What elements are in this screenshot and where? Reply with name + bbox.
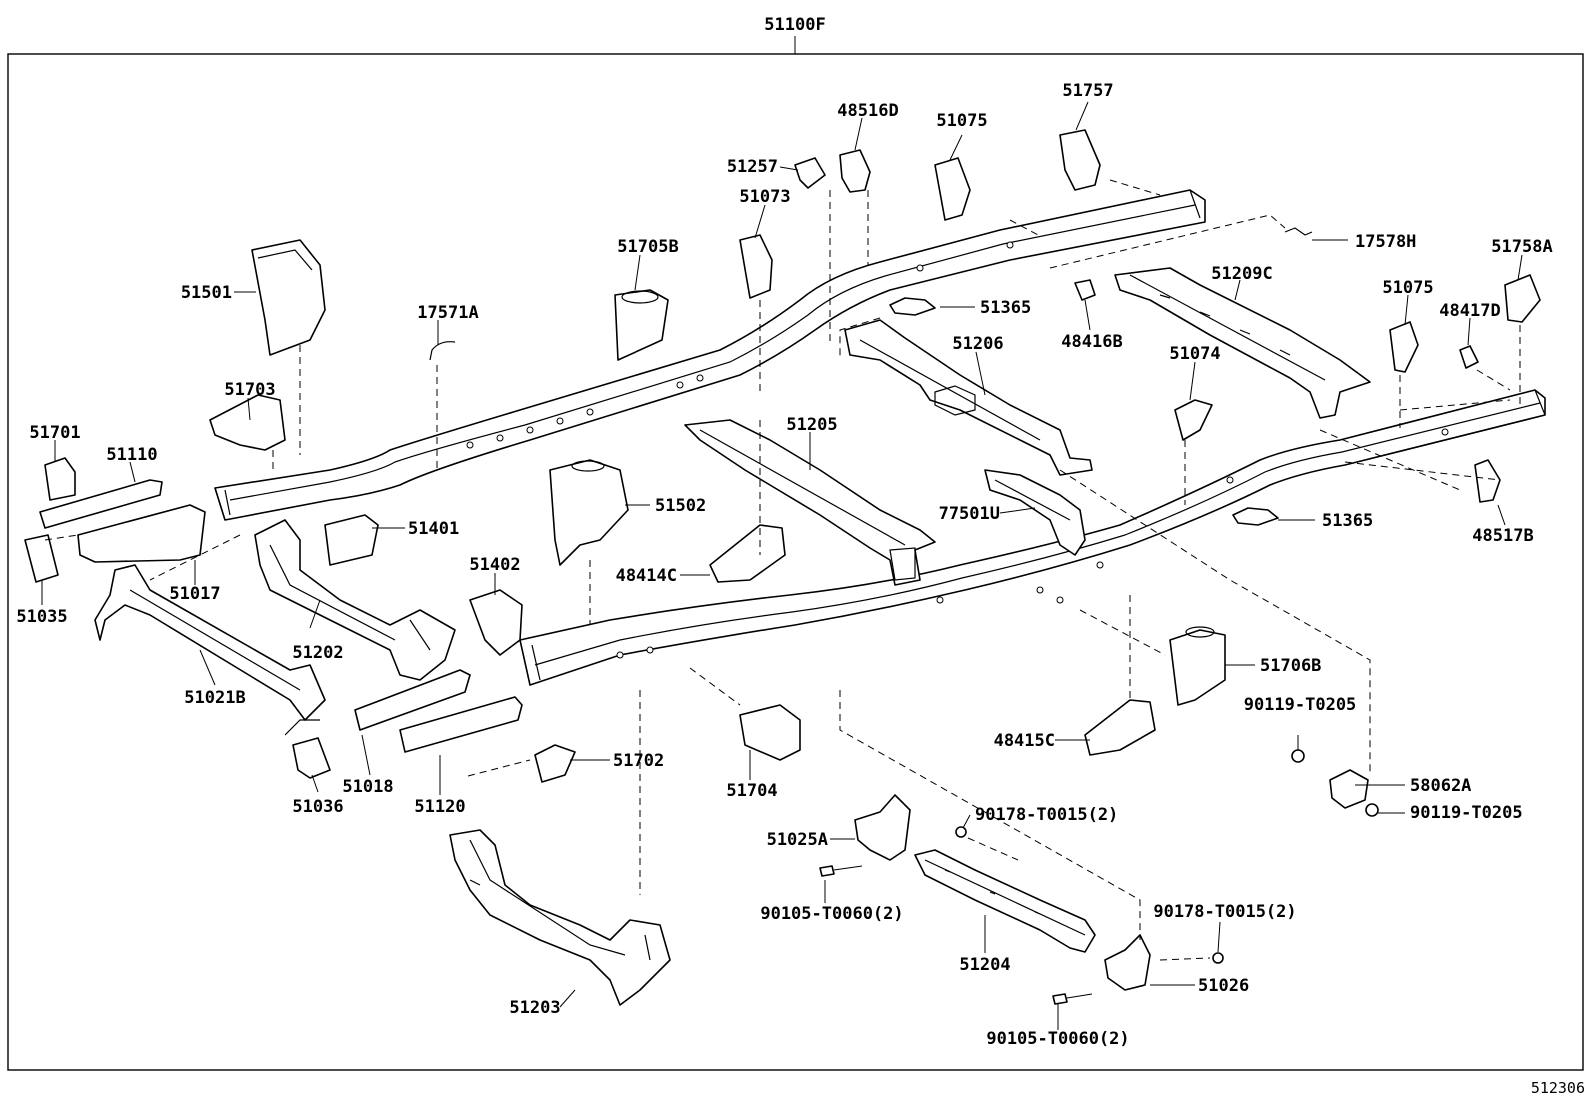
part-label: 48415C: [994, 731, 1055, 751]
part-labels: 51100F 48516D 51075 51757 51257 51073 17578H 51…: [16, 15, 1552, 1049]
part-label: 51073: [739, 187, 790, 207]
part-label: 90105-T0060(2): [986, 1029, 1129, 1049]
part-label: 51036: [292, 797, 343, 817]
part-label: 17578H: [1355, 232, 1416, 252]
part-label: 51705B: [617, 237, 678, 257]
part-label: 51365: [980, 298, 1031, 318]
part-label: 48416B: [1061, 332, 1122, 352]
part-label: 17571A: [417, 303, 478, 323]
part-label: 51100F: [764, 15, 825, 35]
part-label: 48517B: [1472, 526, 1533, 546]
part-label: 51758A: [1491, 237, 1552, 257]
part-label: 51017: [169, 584, 220, 604]
part-label: 51035: [16, 607, 67, 627]
crossmember-51202: [254, 519, 456, 681]
crossmember-51204: [914, 849, 1096, 953]
part-label: 51502: [655, 496, 706, 516]
part-label: 58062A: [1410, 776, 1471, 796]
part-label: 51206: [952, 334, 1003, 354]
part-label: 51075: [1382, 278, 1433, 298]
part-label: 51203: [509, 998, 560, 1018]
part-label: 51074: [1169, 344, 1220, 364]
crossmember-77501u: [984, 469, 1086, 556]
part-label: 90105-T0060(2): [760, 904, 903, 924]
part-label: 77501U: [939, 504, 1000, 524]
part-label: 51757: [1062, 81, 1113, 101]
part-label: 51704: [726, 781, 777, 801]
crossmember-51205: [684, 419, 936, 586]
part-label: 51402: [469, 555, 520, 575]
part-label: 51706B: [1260, 656, 1321, 676]
part-label: 51205: [786, 415, 837, 435]
leader-lines: [41, 101, 1523, 1030]
lower-frame-rail: [519, 389, 1546, 686]
part-label: 51703: [224, 380, 275, 400]
part-label: 48417D: [1439, 301, 1500, 321]
part-label: 51501: [181, 283, 232, 303]
part-label: 51018: [342, 777, 393, 797]
part-label: 51202: [292, 643, 343, 663]
part-label: 51075: [936, 111, 987, 131]
part-label: 90119-T0205: [1410, 803, 1523, 823]
front-side-rails: [39, 479, 523, 753]
crossmember-51209c: [1114, 267, 1371, 419]
fasteners: [819, 735, 1379, 1005]
figure-code: 512306: [1531, 1079, 1585, 1097]
upper-frame-rail: [214, 189, 1206, 521]
part-label: 90178-T0015(2): [1153, 902, 1296, 922]
crossmember-51021b: [94, 564, 326, 736]
part-label: 51025A: [767, 830, 828, 850]
part-label: 48414C: [616, 566, 677, 586]
part-label: 51021B: [184, 688, 245, 708]
part-label: 51209C: [1211, 264, 1272, 284]
part-label: 51110: [106, 445, 157, 465]
part-label: 51701: [29, 423, 80, 443]
part-label: 51257: [727, 157, 778, 177]
part-label: 51702: [613, 751, 664, 771]
dashed-guides: [44, 179, 1521, 961]
crossmember-51203: [449, 829, 671, 1006]
part-label: 90119-T0205: [1244, 695, 1357, 715]
part-label: 48516D: [837, 101, 898, 121]
part-label: 51120: [414, 797, 465, 817]
bracket-parts: [24, 129, 1541, 991]
part-label: 51401: [408, 519, 459, 539]
part-label: 51204: [959, 955, 1010, 975]
crossmember-51206: [844, 319, 1093, 476]
part-label: 51365: [1322, 511, 1373, 531]
part-label: 51026: [1198, 976, 1249, 996]
part-label: 90178-T0015(2): [975, 805, 1118, 825]
